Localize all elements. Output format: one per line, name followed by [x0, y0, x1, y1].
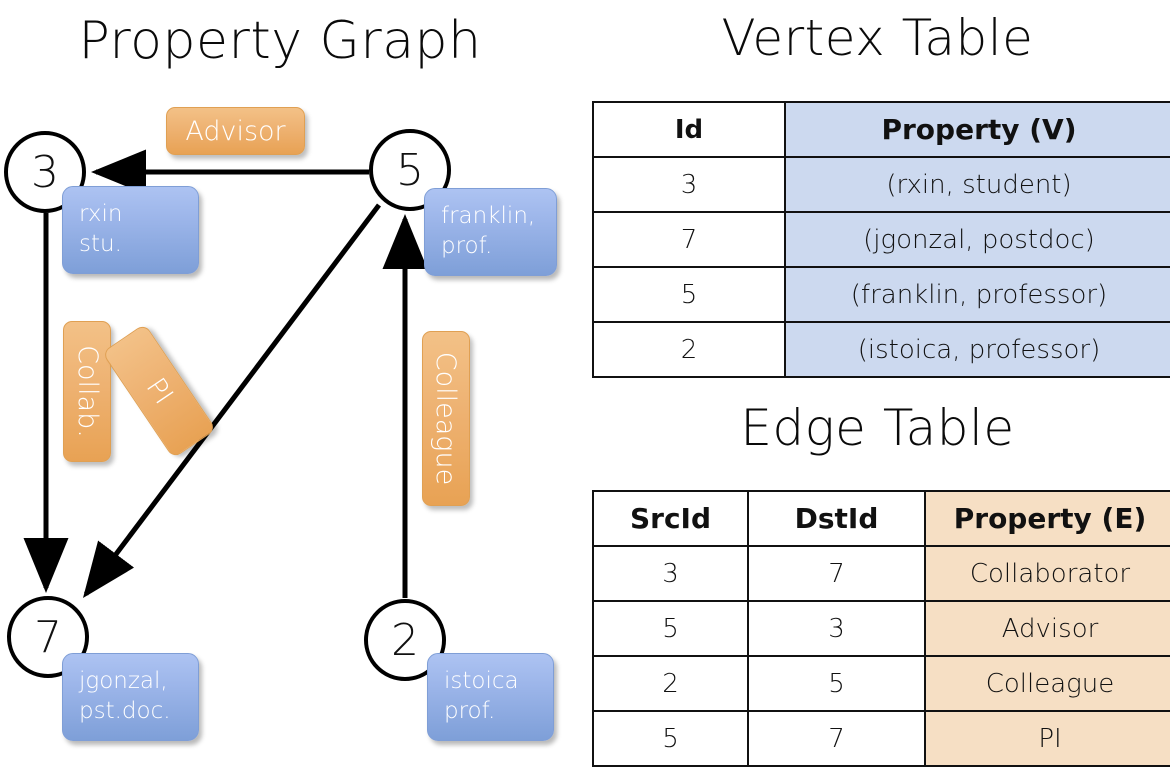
edge-cell-srcid: 3	[592, 545, 749, 602]
edge-cell-property: Collaborator	[924, 545, 1170, 602]
node-property-box-2[interactable]: istoica prof.	[427, 653, 554, 741]
edge-cell-property: PI	[924, 710, 1170, 767]
graph-node-2[interactable]: 2	[364, 599, 446, 681]
vertex-cell-id: 3	[592, 156, 786, 213]
vertex-cell-property: (franklin, professor)	[784, 266, 1170, 323]
node-property-box-3[interactable]: rxin stu.	[62, 186, 199, 274]
node-property-3-line1: rxin	[79, 201, 123, 227]
vertex-cell-property: (istoica, professor)	[784, 321, 1170, 378]
edge-cell-dstid: 3	[747, 600, 926, 657]
edge-label-advisor[interactable]: Advisor	[166, 107, 305, 155]
edge-label-collab[interactable]: Collab.	[63, 321, 111, 462]
table-row: 3 7 Collaborator	[592, 545, 1170, 602]
node-property-7-line2: pst.doc.	[79, 698, 171, 724]
table-header-row: Id Property (V)	[592, 101, 1170, 158]
edge-cell-property: Advisor	[924, 600, 1170, 657]
vertex-cell-id: 7	[592, 211, 786, 268]
edge-cell-srcid: 5	[592, 600, 749, 657]
table-row: 5 7 PI	[592, 710, 1170, 767]
table-row: 5 3 Advisor	[592, 600, 1170, 657]
table-header-row: SrcId DstId Property (E)	[592, 490, 1170, 547]
graph-node-7-label: 7	[34, 611, 62, 663]
page-title-edge-table: Edge Table	[740, 399, 1015, 457]
node-property-box-5[interactable]: franklin, prof.	[424, 188, 557, 276]
node-property-box-7[interactable]: jgonzal, pst.doc.	[62, 653, 199, 741]
edge-cell-property: Colleague	[924, 655, 1170, 712]
node-property-3-line2: stu.	[79, 231, 122, 257]
edge-header-srcid: SrcId	[592, 490, 749, 547]
edge-label-pi-text: PI	[139, 372, 179, 410]
edge-header-dstid: DstId	[747, 490, 926, 547]
table-row: 7 (jgonzal, postdoc)	[592, 211, 1170, 268]
graph-node-3-label: 3	[31, 146, 59, 198]
node-property-2-line2: prof.	[444, 698, 496, 724]
graph-node-5[interactable]: 5	[369, 129, 451, 211]
edge-cell-srcid: 2	[592, 655, 749, 712]
node-property-7-line1: jgonzal,	[79, 668, 168, 694]
table-row: 2 5 Colleague	[592, 655, 1170, 712]
page-title-vertex-table: Vertex Table	[721, 9, 1034, 67]
graph-node-2-label: 2	[391, 614, 419, 666]
vertex-cell-property: (jgonzal, postdoc)	[784, 211, 1170, 268]
edge-cell-dstid: 7	[747, 545, 926, 602]
edge-label-advisor-text: Advisor	[185, 115, 286, 147]
edge-label-colleague[interactable]: Colleague	[422, 331, 470, 506]
table-row: 2 (istoica, professor)	[592, 321, 1170, 378]
graph-edge-pi	[82, 203, 381, 598]
node-property-5-line2: prof.	[441, 233, 493, 259]
table-row: 3 (rxin, student)	[592, 156, 1170, 213]
edge-table: SrcId DstId Property (E) 3 7 Collaborato…	[592, 490, 1170, 767]
edge-label-colleague-text: Colleague	[430, 351, 462, 486]
edge-label-collab-text: Collab.	[71, 345, 103, 438]
table-row: 5 (franklin, professor)	[592, 266, 1170, 323]
edge-header-property: Property (E)	[924, 490, 1170, 547]
edge-cell-dstid: 7	[747, 710, 926, 767]
node-property-2-line1: istoica	[444, 668, 519, 694]
graph-node-5-label: 5	[396, 144, 424, 196]
vertex-cell-id: 5	[592, 266, 786, 323]
edge-cell-dstid: 5	[747, 655, 926, 712]
property-graph-panel: Advisor Collab. PI Colleague 3 5 7 2 rxi…	[0, 0, 585, 760]
vertex-cell-id: 2	[592, 321, 786, 378]
node-property-5-line1: franklin,	[441, 203, 536, 229]
page-title-property-graph: Property Graph	[78, 11, 482, 71]
vertex-cell-property: (rxin, student)	[784, 156, 1170, 213]
edge-cell-srcid: 5	[592, 710, 749, 767]
vertex-table: Id Property (V) 3 (rxin, student) 7 (jgo…	[592, 101, 1170, 378]
vertex-header-property: Property (V)	[784, 101, 1170, 158]
vertex-header-id: Id	[592, 101, 786, 158]
graph-edges-svg	[23, 149, 428, 598]
